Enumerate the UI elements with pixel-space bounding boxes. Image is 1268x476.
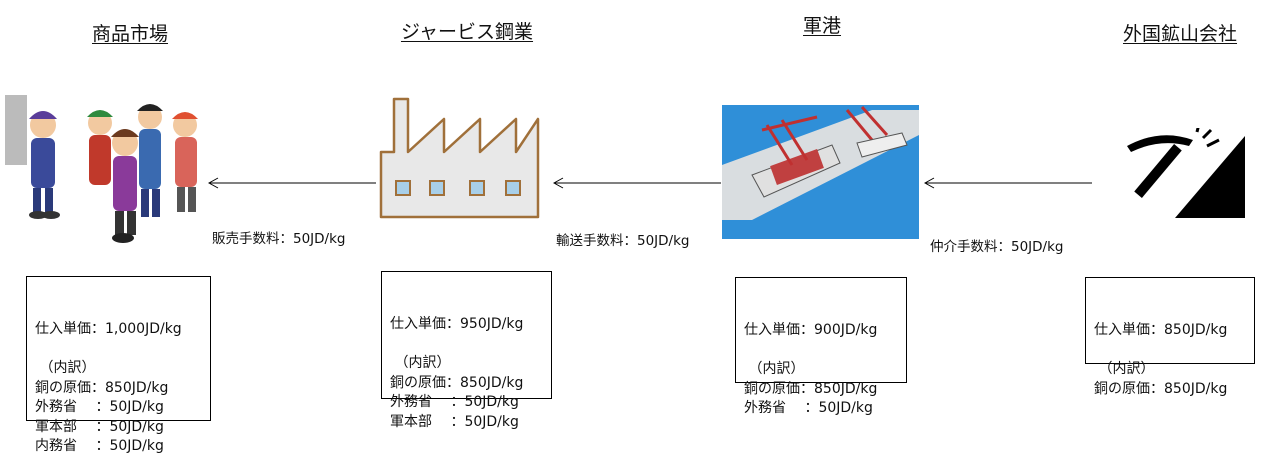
- box-line: （内訳）: [390, 355, 451, 371]
- title-commodity-market: 商品市場: [91, 23, 169, 45]
- box-line: 外務省 ：50JD/kg: [390, 394, 519, 410]
- box-line: （内訳）: [35, 360, 96, 376]
- title-military-port: 軍港: [802, 15, 842, 37]
- box-line: 仕入単価：950JD/kg: [390, 316, 524, 332]
- box-line: 仕入単価：900JD/kg: [744, 322, 878, 338]
- price-box-foreign-mine: 仕入単価：850JD/kg （内訳） 銅の原価：850JD/kg: [1085, 277, 1255, 397]
- box-line: 銅の原価：850JD/kg: [35, 379, 169, 396]
- price-box-commodity-market: 仕入単価：1,000JD/kg （内訳） 銅の原価：850JD/kg 外務省 ：50…: [26, 276, 211, 454]
- box-line: 仕入単価：850JD/kg: [1094, 322, 1228, 338]
- brokerage-fee-label: 仲介手数料：50JD/kg: [930, 239, 1064, 255]
- people-icon: [5, 95, 198, 243]
- box-line: 軍本部 ：50JD/kg: [35, 418, 164, 435]
- box-line: 仕入単価：1,000JD/kg: [35, 321, 182, 337]
- box-line: 銅の原価：850JD/kg: [1094, 380, 1228, 397]
- box-line: [390, 335, 543, 355]
- title-jarvis-steel: ジャービス鋼業: [400, 21, 534, 43]
- box-line: 銅の原価：850JD/kg: [390, 374, 524, 391]
- box-line: [1094, 341, 1246, 361]
- factory-icon: [379, 97, 540, 219]
- arrow-left-icon: [208, 177, 376, 189]
- box-line: 銅の原価：850JD/kg: [744, 380, 878, 397]
- title-foreign-mine: 外国鉱山会社: [1122, 23, 1238, 45]
- arrow-left-icon: [553, 177, 721, 189]
- box-line: 外務省 ：50JD/kg: [35, 399, 164, 415]
- sales-fee-label: 販売手数料：50JD/kg: [212, 231, 346, 247]
- box-line: [35, 340, 202, 360]
- port-icon: [722, 105, 919, 239]
- box-line: （内訳）: [744, 361, 805, 377]
- price-box-military-port: 仕入単価：900JD/kg （内訳） 銅の原価：850JD/kg 外務省 ：50JD…: [735, 277, 907, 416]
- price-box-jarvis-steel: 仕入単価：950JD/kg （内訳） 銅の原価：850JD/kg 外務省 ：50JD…: [381, 271, 552, 430]
- box-line: 軍本部 ：50JD/kg: [390, 413, 519, 430]
- box-line: （内訳）: [1094, 361, 1155, 377]
- box-line: 外務省 ：50JD/kg: [744, 400, 873, 416]
- transport-fee-label: 輸送手数料：50JD/kg: [556, 233, 690, 249]
- box-line: 内務省 ：50JD/kg: [35, 438, 164, 454]
- mine-icon: [1127, 128, 1245, 218]
- box-line: [744, 341, 898, 361]
- arrow-left-icon: [924, 177, 1092, 189]
